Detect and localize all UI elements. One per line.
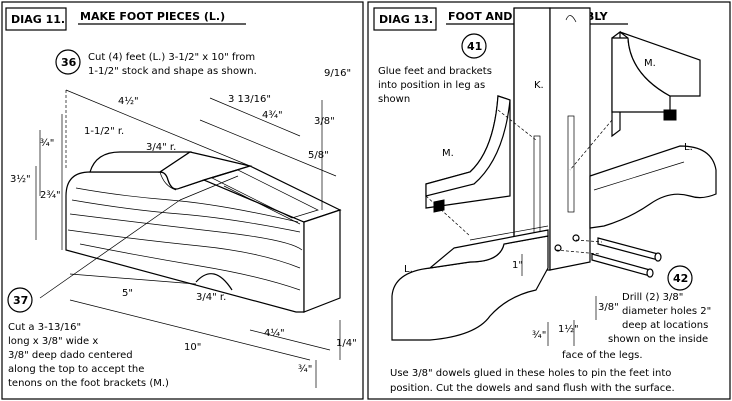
foot-l-left [391,225,549,341]
step-42-line-3: deep at locations [622,320,708,331]
step-37-line-3: 3/8" deep dado centered [8,350,133,361]
part-label-l-left: L. [404,264,413,275]
part-label-k: K. [534,80,544,91]
step-37-line-4: along the top to accept the [8,364,144,375]
step-41-line-2: into position in leg as [378,80,485,91]
dim-4-1-2: 4½" [118,95,139,107]
step-37-circle [7,287,33,313]
dim-3-4-r-top: 3/4" r. [146,142,176,153]
diag-13-label: DIAG 13. [379,13,433,26]
dowels [591,237,662,278]
step-41-line-3: shown [378,94,410,105]
left-dimension-lines [35,89,341,388]
step-36-line-1: Cut (4) feet (L.) 3-1/2" x 10" from [88,52,255,63]
step-37-number: 37 [13,294,28,307]
left-panel-frame [1,1,364,400]
dim-2-3-4: 2¾" [40,190,61,201]
assembly-lines [425,109,613,255]
dim-right-3-8: 3/8" [598,302,619,313]
right-dimension-lines [521,254,597,346]
dim-right-3-4: ¾" [532,330,546,341]
step-42-line-1: Drill (2) 3/8" [622,292,683,303]
dim-right-1: 1" [512,260,523,271]
dim-3-4-r-bot: 3/4" r. [196,292,226,303]
step-37-line-5: tenons on the foot brackets (M.) [8,378,169,389]
left-panel-header: DIAG 11. MAKE FOOT PIECES (L.) [5,7,246,31]
diag-11-label: DIAG 11. [11,13,65,26]
dim-right-1-1-2: 1½" [558,323,579,335]
dim-3-4-left: ¾" [40,138,54,149]
dim-3-13-16: 3 13/16" [228,94,271,105]
part-label-l-right: L. [684,142,693,153]
step-42-number: 42 [673,272,688,285]
step-37-line-2: long x 3/8" wide x [8,336,98,347]
bottom-note-line-1: Use 3/8" dowels glued in these holes to … [390,368,671,379]
dim-5-8: 5/8" [308,150,329,161]
foot-l-right [589,145,717,229]
dim-1-1-2-r: 1-1/2" r. [84,126,124,137]
step-36-line-2: 1-1/2" stock and shape as shown. [88,66,257,77]
part-label-m-upper: M. [644,58,656,69]
bracket-m-upper [611,30,701,138]
step-36-number: 36 [61,56,77,69]
step-42-line-5: face of the legs. [562,350,643,361]
leg-k-drawing [513,7,591,271]
dim-1-4: 1/4" [336,338,357,349]
step-41-line-1: Glue feet and brackets [378,66,492,77]
step-42-line-4: shown on the inside [608,334,708,345]
bracket-m-left [425,95,511,213]
step-41-number: 41 [467,40,482,53]
step-37-line-1: Cut a 3-13/16" [8,322,81,333]
step-36-circle [55,49,81,75]
right-panel-frame [367,1,731,400]
step-41-circle [461,33,487,59]
dim-10: 10" [184,342,201,353]
bottom-note-line-2: position. Cut the dowels and sand flush … [390,383,675,394]
dim-3-4-bot: ¾" [298,364,312,375]
dim-3-1-2: 3½" [10,173,31,185]
part-label-m-left: M. [442,148,454,159]
step-42-circle [667,265,693,291]
foot-piece-drawing [65,151,342,313]
dim-9-16: 9/16" [324,68,351,79]
diag-11-title: MAKE FOOT PIECES (L.) [80,10,225,23]
dim-4-3-4: 4¾" [262,110,283,121]
step-42-line-2: diameter holes 2" [622,306,711,317]
dim-3-8-a: 3/8" [314,116,335,127]
dim-4-1-4: 4¼" [264,327,285,339]
dim-5: 5" [122,288,133,299]
